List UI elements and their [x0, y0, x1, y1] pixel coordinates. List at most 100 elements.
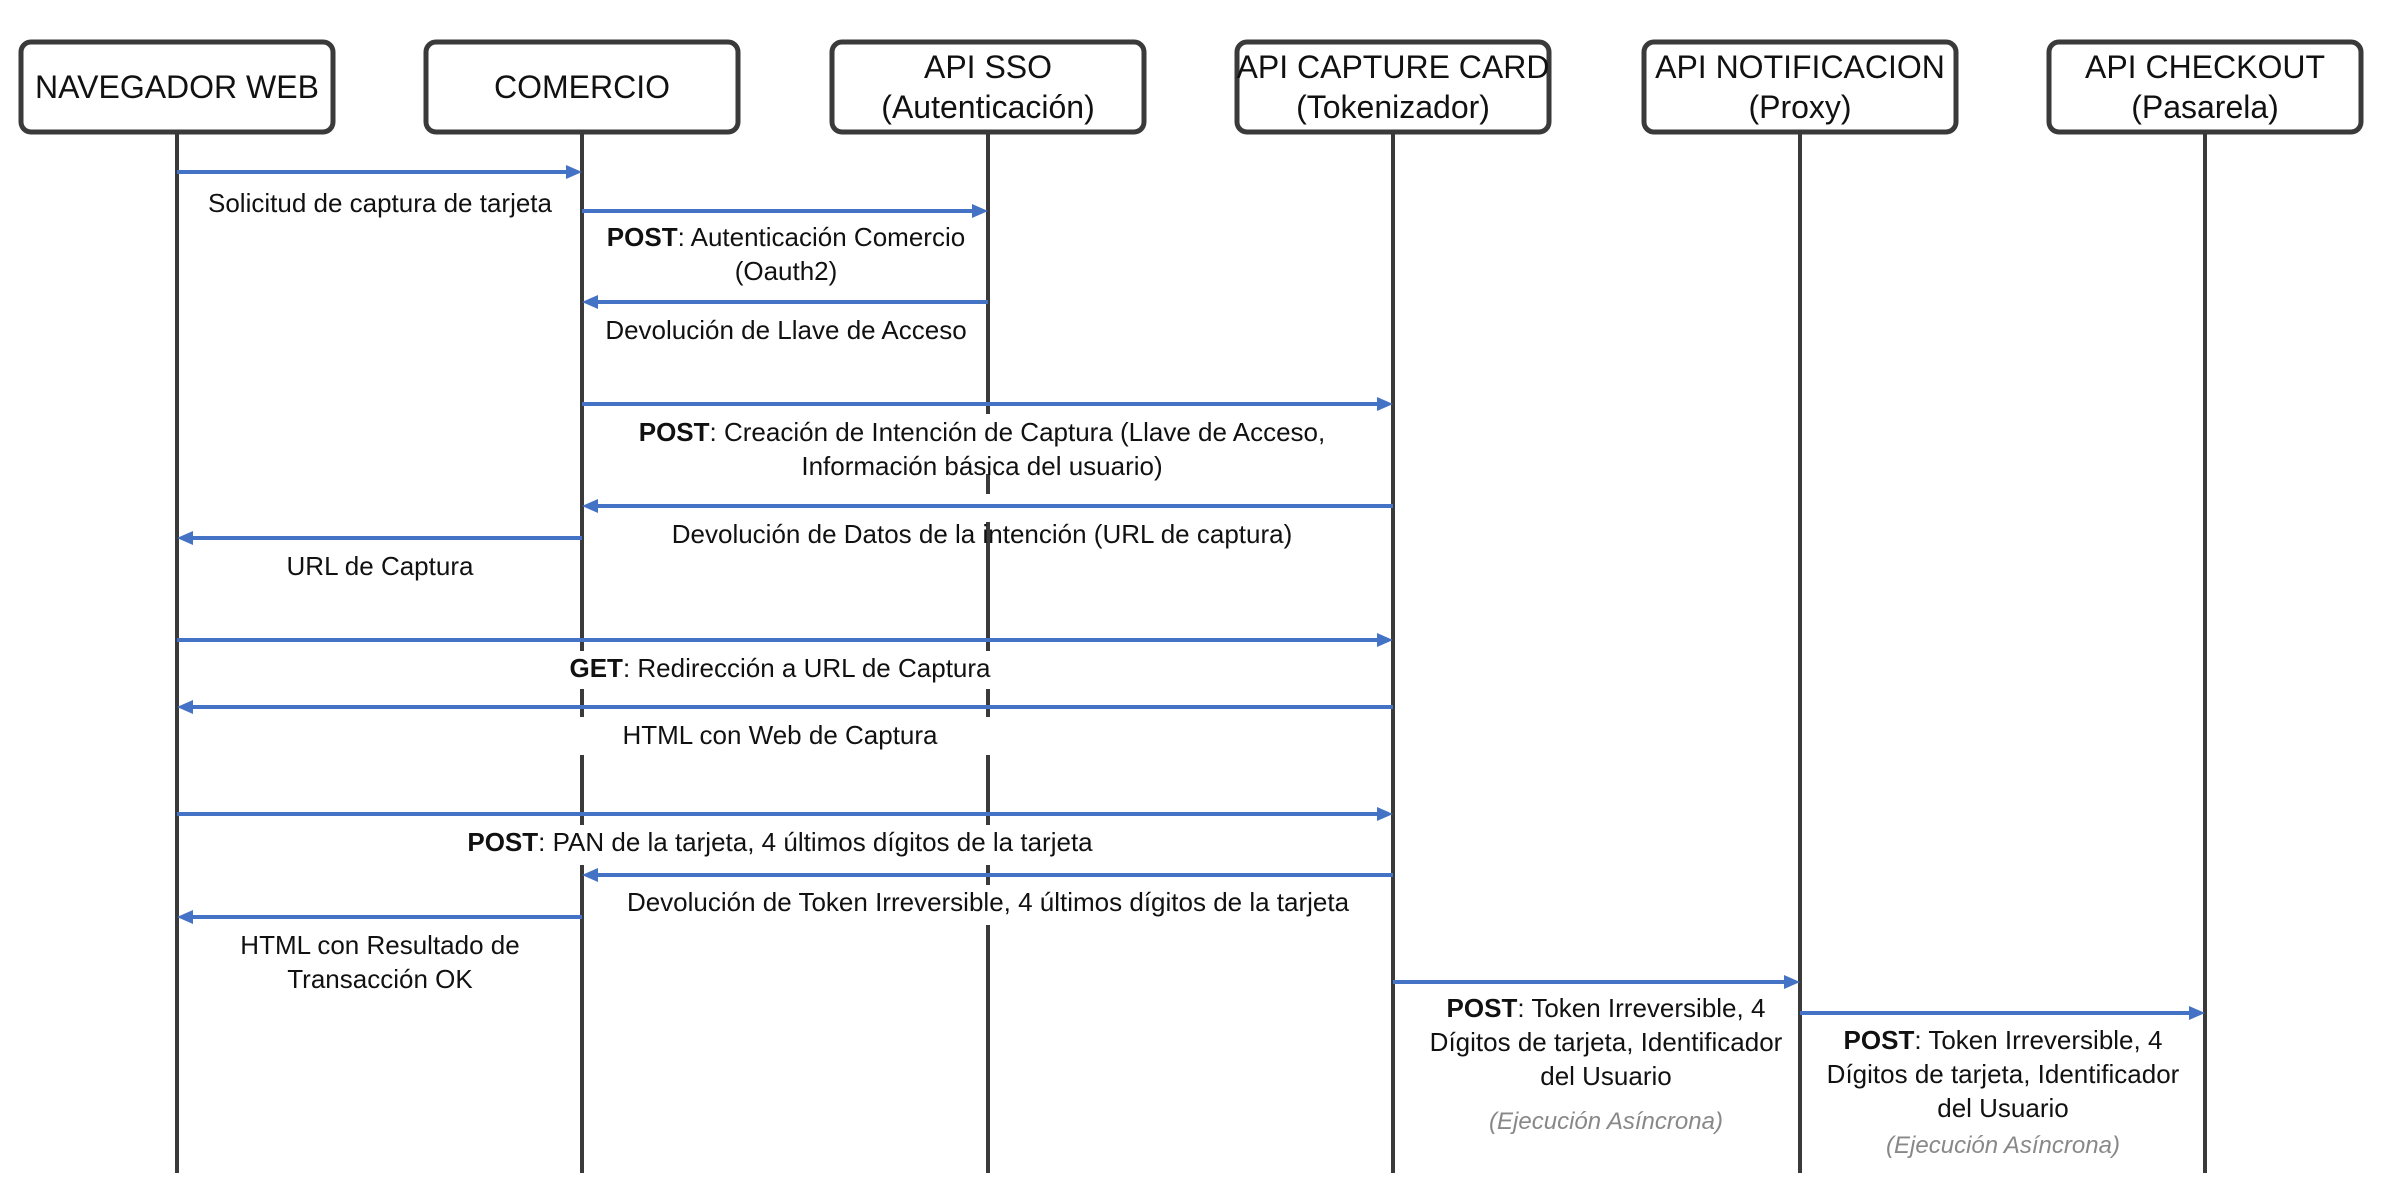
lifeline-gap: [578, 651, 586, 689]
method-keyword: GET: [569, 653, 623, 683]
message-label: Solicitud de captura de tarjeta: [208, 188, 553, 218]
message-label: POST: Token Irreversible, 4: [1844, 1025, 2163, 1055]
actor-box: [18, 39, 336, 135]
actor-checkout: API CHECKOUT (Pasarela): [2046, 39, 2364, 135]
lifelines: [175, 132, 2207, 1173]
message-label: Dígitos de tarjeta, Identificador: [1430, 1027, 1783, 1057]
actor-label: COMERCIO: [494, 69, 670, 105]
label-text: Dígitos de tarjeta, Identificador: [1430, 1027, 1783, 1057]
actor-label: (Tokenizador): [1296, 89, 1490, 125]
message-7: GET: Redirección a URL de Captura: [177, 633, 1393, 689]
message-label: HTML con Web de Captura: [622, 720, 938, 750]
message-label: POST: Creación de Intención de Captura (…: [639, 417, 1326, 447]
actor-browser: NAVEGADOR WEB: [18, 39, 336, 135]
actor-comercio: COMERCIO: [423, 39, 741, 135]
message-label: del Usuario: [1937, 1093, 2069, 1123]
label-text: Solicitud de captura de tarjeta: [208, 188, 553, 218]
lifeline-gap: [578, 825, 586, 865]
actor-label: API CAPTURE CARD: [1237, 49, 1550, 85]
label-text: HTML con Web de Captura: [622, 720, 938, 750]
method-keyword: POST: [467, 827, 538, 857]
arrow-head: [582, 868, 598, 882]
actors: NAVEGADOR WEB COMERCIO API SSO (Autenticaci…: [18, 39, 2364, 135]
label-text: : PAN de la tarjeta, 4 últimos dígitos d…: [538, 827, 1093, 857]
actor-label: API CHECKOUT: [2085, 49, 2325, 85]
message-5: Devolución de Datos de la intención (URL…: [582, 494, 1393, 549]
label-text: URL de Captura: [287, 551, 474, 581]
lifeline-gap: [578, 717, 586, 755]
label-text: del Usuario: [1937, 1093, 2069, 1123]
lifeline-gap: [984, 885, 992, 925]
message-13: POST: Token Irreversible, 4 Dígitos de ta…: [1800, 1006, 2205, 1159]
label-text: Dígitos de tarjeta, Identificador: [1827, 1059, 2180, 1089]
lifeline-gap: [984, 825, 992, 865]
message-12: POST: Token Irreversible, 4 Dígitos de ta…: [1393, 975, 1800, 1135]
message-4: POST: Creación de Intención de Captura (…: [582, 397, 1393, 481]
message-9: POST: PAN de la tarjeta, 4 últimos dígit…: [177, 807, 1393, 865]
actor-box: [829, 39, 1147, 135]
message-label: POST: Autenticación Comercio: [607, 222, 965, 252]
actor-box: [423, 39, 741, 135]
message-10: Devolución de Token Irreversible, 4 últi…: [582, 868, 1393, 925]
arrow-head: [177, 700, 193, 714]
actor-notif: API NOTIFICACION (Proxy): [1641, 39, 1959, 135]
label-text: : Redirección a URL de Captura: [623, 653, 991, 683]
message-label: POST: PAN de la tarjeta, 4 últimos dígit…: [467, 827, 1093, 857]
arrow-head: [972, 204, 988, 218]
message-label: GET: Redirección a URL de Captura: [569, 653, 991, 683]
message-label: Dígitos de tarjeta, Identificador: [1827, 1059, 2180, 1089]
label-text: Devolución de Llave de Acceso: [605, 315, 966, 345]
message-label: Devolución de Token Irreversible, 4 últi…: [627, 887, 1350, 917]
actor-label: API NOTIFICACION: [1655, 49, 1945, 85]
message-label: (Oauth2): [735, 256, 838, 286]
method-keyword: POST: [1844, 1025, 1915, 1055]
actor-box: [2046, 39, 2364, 135]
label-text: Información básica del usuario): [801, 451, 1162, 481]
message-label: URL de Captura: [287, 551, 474, 581]
arrow-head: [177, 531, 193, 545]
label-text: : Token Irreversible, 4: [1914, 1025, 2162, 1055]
arrow-head: [582, 499, 598, 513]
arrow-head: [1377, 633, 1393, 647]
message-11: HTML con Resultado de Transacción OK: [177, 910, 582, 994]
label-text: : Token Irreversible, 4: [1517, 993, 1765, 1023]
message-label: POST: Token Irreversible, 4: [1447, 993, 1766, 1023]
label-text: : Autenticación Comercio: [678, 222, 966, 252]
arrow-head: [1377, 807, 1393, 821]
async-note: (Ejecución Asíncrona): [1886, 1132, 2120, 1159]
lifeline-gap: [984, 651, 992, 689]
label-text: HTML con Resultado de: [240, 930, 519, 960]
actor-box: [1641, 39, 1959, 135]
message-label: Devolución de Datos de la intención (URL…: [672, 519, 1293, 549]
actor-label: NAVEGADOR WEB: [35, 69, 319, 105]
async-note: (Ejecución Asíncrona): [1489, 1108, 1723, 1135]
message-label: del Usuario: [1540, 1061, 1672, 1091]
actor-label: (Proxy): [1748, 89, 1851, 125]
message-1: Solicitud de captura de tarjeta: [177, 165, 582, 218]
arrow-head: [1377, 397, 1393, 411]
actor-sso: API SSO (Autenticación): [829, 39, 1147, 135]
message-label: HTML con Resultado de: [240, 930, 519, 960]
actor-box: [1234, 39, 1552, 135]
message-6: URL de Captura: [177, 531, 582, 581]
method-keyword: POST: [639, 417, 710, 447]
actor-label: (Pasarela): [2131, 89, 2279, 125]
actor-label: (Autenticación): [881, 89, 1094, 125]
arrow-head: [582, 295, 598, 309]
message-3: Devolución de Llave de Acceso: [582, 295, 988, 345]
label-text: Transacción OK: [287, 964, 473, 994]
label-text: Devolución de Token Irreversible, 4 últi…: [627, 887, 1350, 917]
lifeline-gap: [984, 414, 992, 474]
method-keyword: POST: [607, 222, 678, 252]
label-text: del Usuario: [1540, 1061, 1672, 1091]
actor-label: API SSO: [924, 49, 1052, 85]
label-text: (Oauth2): [735, 256, 838, 286]
message-label: Devolución de Llave de Acceso: [605, 315, 966, 345]
message-8: HTML con Web de Captura: [177, 700, 1393, 755]
actor-capture: API CAPTURE CARD (Tokenizador): [1234, 39, 1552, 135]
arrow-head: [1784, 975, 1800, 989]
lifeline-gap: [984, 717, 992, 755]
message-label: Información básica del usuario): [801, 451, 1162, 481]
arrow-head: [2189, 1006, 2205, 1020]
